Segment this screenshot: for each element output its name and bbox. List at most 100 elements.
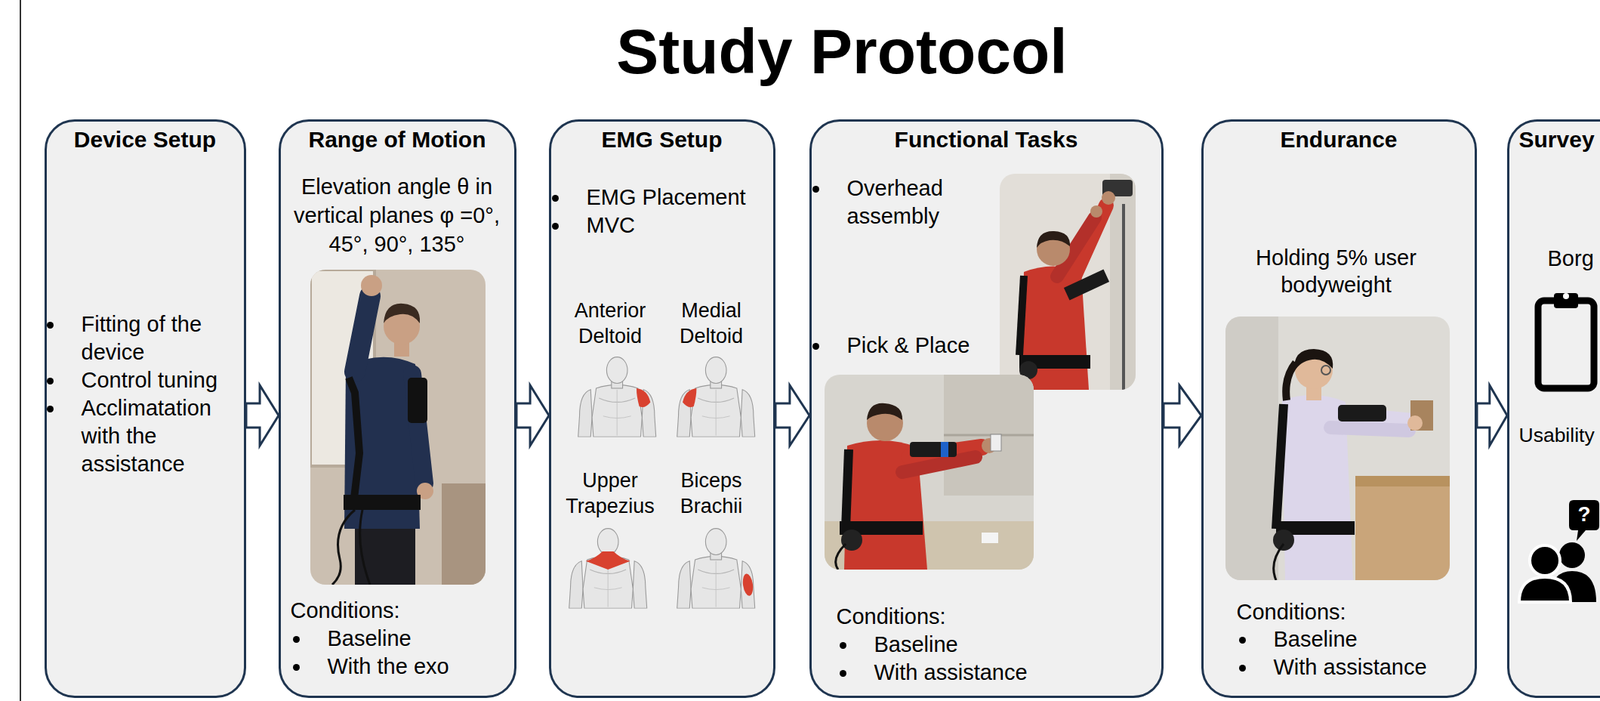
clipboard-icon	[1538, 292, 1594, 389]
photo-pick-and-place	[909, 441, 957, 457]
bullet-list: EMG PlacementMVC	[570, 183, 761, 240]
people-icon	[1519, 576, 1571, 602]
bullet-item: Baseline	[1257, 625, 1463, 654]
bullet-item: EMG Placement	[570, 183, 761, 212]
photo-endurance	[1225, 316, 1450, 580]
photo-endurance	[1321, 365, 1331, 375]
bullet-item: With assistance	[857, 658, 1101, 687]
stage-panel: Device SetupFitting of the deviceControl…	[44, 119, 247, 698]
panel-text: Elevation angle θ in vertical planes φ =…	[283, 172, 511, 259]
photo-range-of-motion	[383, 303, 420, 324]
photo-endurance	[1355, 475, 1450, 487]
text-slot: Range of Motion	[278, 125, 517, 155]
photo-pick-and-place	[824, 374, 1034, 570]
photo-overhead-assembly	[1063, 269, 1110, 301]
panel-heading: Survey	[1519, 125, 1599, 155]
upper-trapezius-figure	[569, 528, 648, 609]
photo-pick-and-place	[940, 441, 949, 457]
flow-arrow	[516, 385, 549, 446]
photo-range-of-motion	[343, 494, 421, 510]
photo-overhead-assembly	[1019, 275, 1024, 355]
photo-overhead-assembly	[1109, 173, 1136, 390]
medial-deltoid-figure	[677, 357, 756, 438]
panel-heading: Range of Motion	[278, 125, 517, 155]
label-slot: Anterior Deltoid	[561, 297, 660, 349]
label-slot: ?	[1573, 501, 1595, 528]
photo-pick-and-place	[943, 434, 1034, 437]
bullet-item: With assistance	[1257, 653, 1463, 682]
photo-endurance	[1276, 403, 1284, 529]
condition-heading: Conditions:	[290, 596, 503, 625]
bullet-list: Fitting of the deviceControl tuningAccli…	[64, 310, 237, 478]
photo-pick-and-place	[845, 449, 849, 529]
medial-deltoid-figure	[677, 357, 756, 438]
photo-range-of-motion	[360, 509, 370, 585]
bullet-list: Overhead assembly	[830, 174, 991, 231]
photo-range-of-motion	[441, 483, 486, 585]
survey-item: Borg	[1547, 244, 1598, 273]
photo-pick-and-place	[835, 543, 846, 570]
people-icon	[1569, 499, 1600, 541]
anterior-deltoid-figure	[636, 388, 651, 407]
biceps-brachii-figure	[677, 528, 756, 609]
bullet-item: Fitting of the device	[64, 310, 237, 367]
panel-heading: EMG Setup	[548, 125, 776, 155]
people-icon	[1559, 542, 1585, 568]
photo-pick-and-place	[943, 374, 1034, 496]
anterior-deltoid-figure	[578, 357, 657, 438]
label-slot: Medial Deltoid	[662, 297, 761, 349]
biceps-brachii-figure	[677, 528, 756, 609]
muscle-label: Anterior Deltoid	[561, 297, 660, 349]
text-slot: Borg	[1547, 244, 1598, 273]
photo-overhead-assembly	[999, 173, 1136, 390]
panel-heading: Endurance	[1201, 125, 1477, 155]
photo-pick-and-place	[841, 529, 863, 551]
muscle-label: Biceps Brachii	[662, 467, 761, 519]
bullet-item: Acclimatation with the assistance	[64, 394, 237, 478]
muscle-label: Upper Trapezius	[561, 467, 660, 519]
text-slot: Holding 5% user bodyweight	[1208, 243, 1465, 299]
photo-range-of-motion	[354, 295, 370, 372]
survey-item: Usability	[1519, 421, 1599, 449]
flow-arrow	[775, 385, 810, 446]
clipboard-icon	[1553, 292, 1579, 309]
photo-range-of-motion	[310, 269, 486, 585]
label-slot: Upper Trapezius	[561, 467, 660, 519]
photo-overhead-assembly	[1036, 231, 1070, 248]
photo-overhead-assembly	[999, 173, 1136, 390]
bullet-list: Pick & Place	[830, 331, 991, 360]
bullet-item: Control tuning	[64, 366, 237, 395]
text-slot: Survey	[1519, 125, 1599, 155]
bullet-list: BaselineWith assistance	[857, 630, 1101, 687]
text-slot: Functional Tasks	[809, 125, 1164, 155]
clipboard-icon	[1563, 292, 1570, 300]
bullet-item: Pick & Place	[830, 331, 991, 360]
photo-pick-and-place	[866, 403, 903, 420]
icon-symbol: ?	[1573, 501, 1595, 528]
muscle-label: Medial Deltoid	[662, 297, 761, 349]
photo-endurance	[1225, 316, 1450, 580]
photo-overhead-assembly	[1101, 191, 1116, 205]
photo-endurance	[1273, 543, 1284, 580]
anterior-deltoid-figure	[578, 357, 657, 438]
photo-pick-and-place	[902, 456, 976, 472]
text-slot: Usability	[1519, 421, 1599, 449]
flow-arrow	[1163, 385, 1202, 446]
photo-endurance	[1330, 427, 1409, 431]
photo-endurance	[1225, 316, 1279, 580]
frame-line	[19, 0, 22, 701]
panel-heading: Functional Tasks	[809, 125, 1164, 155]
photo-endurance	[1407, 415, 1423, 431]
text-slot: Elevation angle θ in vertical planes φ =…	[283, 172, 511, 259]
flow-arrow	[246, 385, 279, 446]
photo-endurance	[1337, 404, 1387, 422]
photo-range-of-motion	[348, 377, 360, 505]
photo-endurance	[1355, 483, 1450, 580]
photo-pick-and-place	[990, 434, 1002, 451]
people-icon	[1529, 545, 1560, 576]
panel-heading: Device Setup	[44, 125, 247, 155]
photo-range-of-motion	[332, 509, 355, 585]
clipboard-icon	[1538, 300, 1594, 389]
